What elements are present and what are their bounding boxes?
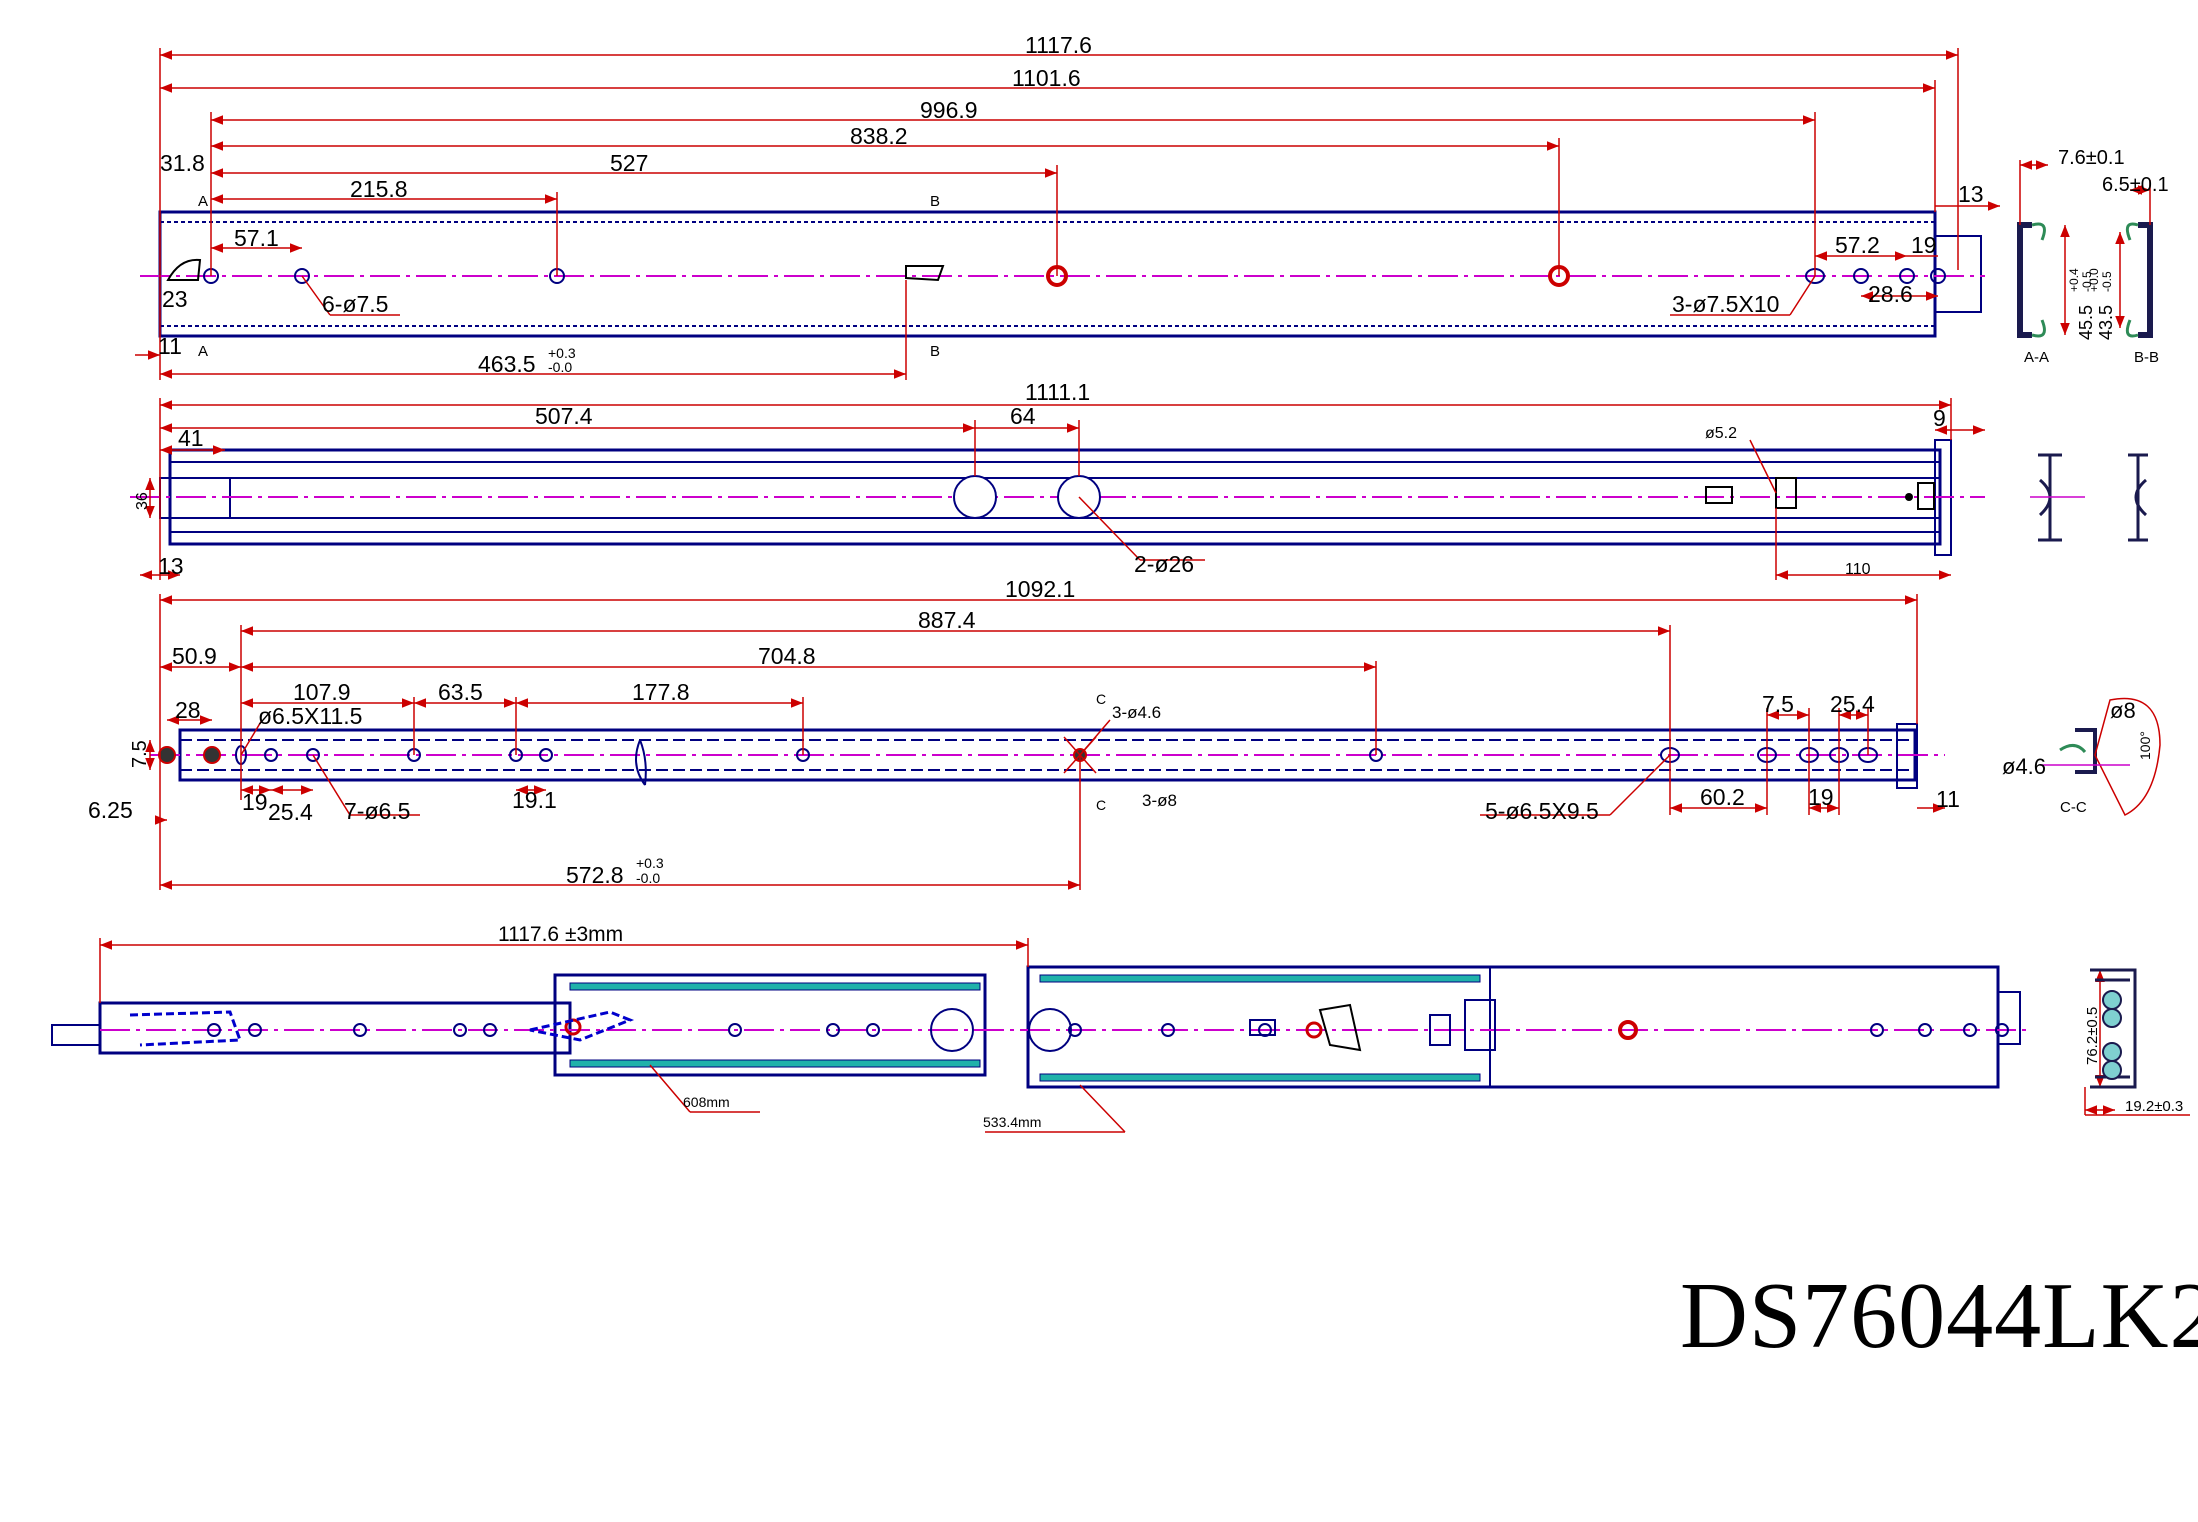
dim-tol-plus: +0.3 [548,345,576,361]
callout-2-holes-26: 2-ø26 [1134,551,1194,577]
dim-v2-110: 110 [1845,561,1871,578]
dim-v3-tol-minus: -0.0 [636,870,660,886]
dim-hole-pitch-left: 57.1 [234,225,279,251]
dim-left-23: 23 [162,286,188,312]
section-label-b: B-B [2134,349,2159,366]
dim-v3-tol-plus: +0.3 [636,855,664,871]
dim-section-a-width: 7.6±0.1 [2058,147,2125,169]
dim-length-2: 1101.6 [1012,65,1081,91]
dim-v3-19-1-right: 25.4 [1830,691,1875,717]
dim-left-11: 11 [158,333,182,359]
view2-intermediate-member: 1111.1 507.4 64 41 9 13 2-ø26 36 110 ø5.… [130,379,2148,580]
dim-v3-572-8: 572.8 [566,862,624,888]
dim-hole-position: 463.5 [478,351,536,377]
dim-v3-63-5: 63.5 [438,679,483,705]
dim-right-end: 13 [1958,181,1984,207]
section-mark-b-top: B [930,193,940,210]
section-label-c: C-C [2060,799,2087,816]
dim-hole-pitch-right: 57.2 [1835,232,1880,258]
dim-overall-length: 1117.6 [1025,32,1092,58]
dim-travel-608: 608mm [683,1094,730,1110]
dim-v3-6-25: 6.25 [88,797,133,823]
dim-length-3: 996.9 [920,97,978,123]
callout-6-holes: 6-ø7.5 [322,291,388,317]
dim-v3-107-9: 107.9 [293,679,351,705]
callout-7-holes: 7-ø6.5 [344,798,410,824]
dim-v3-19-1-mid: 19.1 [512,787,557,813]
dim-v2-hole-offset: 507.4 [535,403,593,429]
dim-tol-minus: -0.0 [548,359,572,375]
dim-v3-height: 7.5 [129,740,151,768]
dim-section-b-width: 6.5±0.1 [2102,174,2169,196]
view4-assembly: 1117.6 ±3mm 608mm 533.4mm 76.2±0.5 19.2±… [51,923,2190,1133]
dim-v3-887: 887.4 [918,607,976,633]
section-mark-c-bottom: C [1096,797,1106,813]
dim-length-4: 838.2 [850,123,908,149]
section-cc: ø8 ø4.6 100° C-C [2002,697,2161,817]
callout-5-slots: 5-ø6.5X9.5 [1485,798,1599,824]
section-mark-c-top: C [1096,691,1106,707]
dim-height-76: 76.2±0.5 [2084,1007,2101,1065]
callout-3-slots: 3-ø7.5X10 [1672,291,1779,317]
callout-3-holes-8: 3-ø8 [1142,791,1177,810]
dim-v3-11: 11 [1936,786,1960,812]
dim-v2-height-36: 36 [134,492,151,510]
callout-3-holes-4-6: 3-ø4.6 [1112,703,1161,722]
dim-v3-overall: 1092.1 [1005,576,1075,602]
dim-section-b-height: 43.5 [2096,305,2116,340]
dim-hole-span: 215.8 [350,176,408,202]
callout-slot-6-5: ø6.5X11.5 [258,703,362,729]
dim-v3-177-8: 177.8 [632,679,690,705]
dim-offset-left: 31.8 [160,150,205,176]
dim-v2-right-9: 9 [1933,405,1946,431]
dim-length-5: 527 [610,150,648,176]
dim-v2-left-41: 41 [178,425,204,451]
view3-inner-member: 1092.1 887.4 50.9 704.8 28 107.9 63.5 17… [88,576,1960,890]
dim-v3-25-4-right: 7.5 [1762,691,1794,717]
sections-ab: 7.6±0.1 6.5±0.1 45.5 +0.4 -0.5 43.5 +0.0… [2017,147,2169,366]
dim-travel-533: 533.4mm [983,1114,1041,1130]
dim-cc-angle: 100° [2137,731,2153,760]
dim-v3-60-2: 60.2 [1700,784,1745,810]
dim-v3-19-left: 19 [242,789,268,815]
dim-section-a-height: 45.5 [2076,305,2096,340]
dim-v3-28: 28 [175,697,201,723]
dim-cc-8: ø8 [2110,698,2136,723]
section-mark-a-bottom: A [198,343,208,360]
dim-cc-4-6: ø4.6 [2002,754,2046,779]
dim-v2-hole-pitch: 64 [1010,403,1036,429]
dim-section-b-tol-minus: -0.5 [2100,271,2114,292]
dim-section-b-tol-plus: +0.0 [2087,268,2101,292]
dim-v3-19-right: 19 [1808,784,1834,810]
dim-v2-left-13: 13 [158,553,184,579]
dim-v3-50-9: 50.9 [172,643,217,669]
model-number: DS76044LK2 [1680,1264,2198,1368]
callout-hole-5-2: ø5.2 [1705,425,1737,442]
dim-section-a-tol-minus: -0.5 [2080,271,2094,292]
section-mark-a-top: A [198,193,208,210]
dim-v3-25-4-left: 25.4 [268,799,313,825]
dim-section-a-tol-plus: +0.4 [2067,268,2081,292]
dim-v2-overall: 1111.1 [1025,379,1090,405]
section-label-a: A-A [2024,349,2049,366]
section-mark-b-bottom: B [930,343,940,360]
dim-right-19: 19 [1911,232,1937,258]
dim-width-19: 19.2±0.3 [2125,1098,2183,1115]
dim-v3-704-8: 704.8 [758,643,816,669]
dim-assembly-length: 1117.6 ±3mm [498,923,623,946]
dim-right-28-6: 28.6 [1868,281,1913,307]
dim-v3-height-value: 7.5 [129,740,151,768]
view1-outer-member: 1117.6 1101.6 996.9 838.2 527 31.8 215.8… [135,32,2000,380]
